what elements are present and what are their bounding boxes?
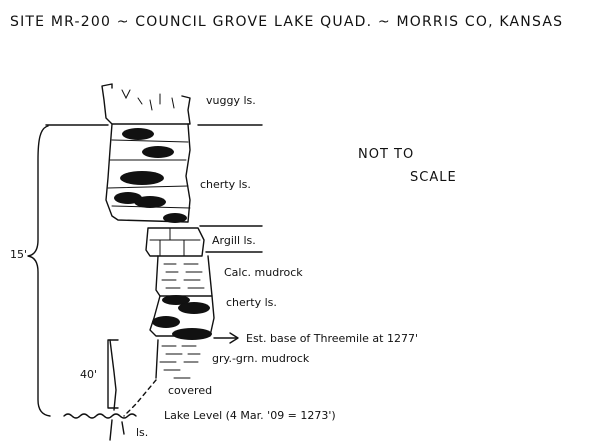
threemile-arrow-head: [229, 332, 239, 344]
not-to-scale-line1: NOT TO: [358, 147, 414, 162]
bottom-ls-edge: [109, 419, 125, 441]
gry-grn-mudrock-left-edge: [155, 339, 159, 379]
chert-nodule: [152, 316, 180, 328]
label-lake-level: Lake Level (4 Mar. '09 = 1273'): [164, 409, 336, 422]
chert-nodule: [172, 328, 212, 340]
label-gry-grn-mudrock: gry.-grn. mudrock: [212, 352, 310, 365]
not-to-scale-line2: SCALE: [410, 170, 457, 185]
label-threemile-base: Est. base of Threemile at 1277': [246, 332, 418, 345]
chert-nodule: [134, 196, 166, 208]
chert-nodule: [120, 171, 164, 185]
cherty-lower-outline: [149, 295, 215, 337]
label-covered: covered: [168, 384, 212, 397]
thickness-bracket-lower: [107, 339, 119, 409]
cherty-upper-outline: [105, 123, 191, 223]
chert-nodule: [178, 302, 210, 314]
argill-bedding: [149, 227, 201, 257]
sketch-title: SITE MR-200 ~ COUNCIL GROVE LAKE QUAD. ~…: [10, 14, 563, 30]
thickness-brace-upper: [27, 125, 51, 417]
chert-nodule: [122, 128, 154, 140]
vuggy-unit-outline: [101, 83, 191, 125]
label-calc-mudrock: Calc. mudrock: [224, 266, 303, 279]
label-ls-bottom: ls.: [136, 426, 148, 439]
lake-level-line: [63, 413, 137, 419]
label-cherty-upper: cherty ls.: [200, 178, 251, 191]
argill-unit-outline: [145, 227, 205, 257]
chert-nodule: [142, 146, 174, 158]
thickness-label-upper: 15': [10, 248, 27, 261]
calc-mudrock-dashes: [161, 263, 205, 289]
label-argill: Argill ls.: [212, 234, 256, 247]
gry-grn-mudrock-dashes: [159, 345, 201, 379]
chert-nodule: [162, 295, 190, 305]
calc-mudrock-outline: [155, 255, 213, 297]
chert-nodule: [163, 213, 187, 223]
vuggy-symbols: [121, 89, 175, 111]
covered-slope-line: [123, 379, 157, 417]
column-left-edge: [109, 339, 117, 411]
cherty-upper-bedding: [107, 139, 191, 209]
thickness-label-lower: 40': [80, 368, 97, 381]
label-cherty-lower: cherty ls.: [226, 296, 277, 309]
label-vuggy: vuggy ls.: [206, 94, 256, 107]
